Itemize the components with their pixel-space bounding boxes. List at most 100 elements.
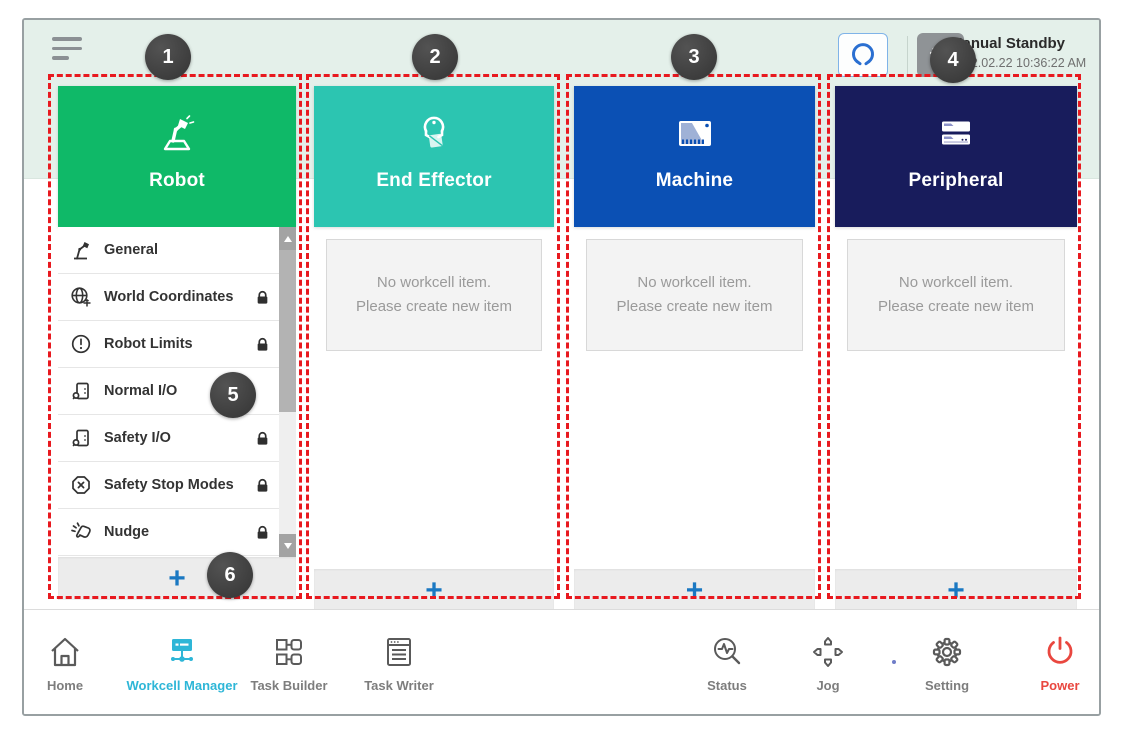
world-coordinates-icon [68, 284, 94, 310]
add-end-effector-item-button[interactable]: + [314, 569, 554, 612]
robot-item-list: General World Coordinates [58, 227, 296, 557]
add-robot-item-button[interactable]: + [58, 557, 296, 600]
setting-icon [877, 628, 1017, 672]
list-item-label: Robot Limits [104, 336, 193, 352]
list-item-safety-io[interactable]: Safety I/O [58, 415, 279, 462]
add-machine-item-button[interactable]: + [574, 569, 815, 612]
empty-state-line2: Please create new item [356, 298, 512, 315]
list-item-robot-limits[interactable]: Robot Limits [58, 321, 279, 368]
lock-icon [254, 430, 271, 447]
gripper-icon [847, 39, 879, 71]
empty-state: No workcell item. Please create new item [586, 239, 803, 351]
lock-icon [254, 336, 271, 353]
scroll-up-button[interactable] [279, 227, 296, 250]
workcell-manager-icon [112, 628, 252, 672]
robot-icon [153, 110, 201, 158]
menu-icon[interactable] [52, 37, 84, 66]
lock-icon [254, 524, 271, 541]
list-item-label: Safety Stop Modes [104, 477, 234, 493]
list-item-label: Normal I/O [104, 383, 178, 399]
empty-state-line1: No workcell item. [376, 274, 492, 291]
power-icon [990, 628, 1099, 672]
nav-task-writer[interactable]: Task Writer [329, 628, 469, 693]
nav-label: Setting [924, 678, 970, 693]
machine-category-title: Machine [655, 170, 734, 191]
add-peripheral-item-button[interactable]: + [835, 569, 1077, 612]
task-builder-icon [219, 628, 359, 672]
list-item-normal-io[interactable]: Normal I/O [58, 368, 279, 415]
home-icon [24, 628, 135, 672]
robot-mode-status: Manual Standby [950, 35, 1066, 52]
machine-item-list: No workcell item. Please create new item [574, 239, 815, 569]
nav-label: Task Builder [250, 678, 328, 693]
nav-setting[interactable]: Setting [877, 628, 1017, 693]
normal-io-icon [68, 378, 94, 404]
machine-column: Machine No workcell item. Please create … [574, 86, 815, 612]
machine-icon [671, 110, 719, 158]
task-writer-icon [329, 628, 469, 672]
empty-state-line1: No workcell item. [637, 274, 752, 291]
machine-category-header[interactable]: Machine [574, 86, 815, 227]
robot-category-header[interactable]: Robot [58, 86, 296, 227]
scrollbar-thumb[interactable] [279, 250, 296, 412]
plus-icon: + [947, 574, 965, 607]
general-icon [68, 237, 94, 263]
scroll-down-button[interactable] [279, 534, 296, 557]
list-item-nudge[interactable]: Nudge [58, 509, 279, 556]
list-item-label: Nudge [104, 524, 150, 540]
empty-state-line2: Please create new item [878, 298, 1034, 315]
jog-icon [758, 628, 898, 672]
plus-icon: + [425, 574, 443, 607]
end-effector-column: End Effector No workcell item. Please cr… [314, 86, 554, 612]
peripheral-category-title: Peripheral [908, 170, 1004, 191]
nav-home[interactable]: Home [24, 628, 135, 693]
list-item-label: General [104, 242, 158, 258]
scrollbar[interactable] [279, 227, 296, 557]
nav-label: Jog [816, 678, 840, 693]
tool-shortcut-button[interactable] [838, 33, 888, 77]
empty-state-line2: Please create new item [616, 298, 773, 315]
nav-label: Workcell Manager [126, 678, 238, 693]
robot-limits-icon [68, 331, 94, 357]
empty-state: No workcell item. Please create new item [326, 239, 542, 351]
status-datetime: 2022.02.22 10:36:22 AM [950, 56, 1087, 70]
peripheral-icon [932, 110, 980, 158]
nav-status[interactable]: Status [657, 628, 797, 693]
cursor-dot [892, 660, 896, 664]
plus-icon: + [685, 574, 704, 607]
peripheral-column: Peripheral No workcell item. Please crea… [835, 86, 1077, 612]
list-item-safety-stop-modes[interactable]: Safety Stop Modes [58, 462, 279, 509]
status-icon [657, 628, 797, 672]
empty-state: No workcell item. Please create new item [847, 239, 1065, 351]
nav-power[interactable]: Power [990, 628, 1099, 693]
robot-column: Robot General [58, 86, 296, 600]
empty-state-line1: No workcell item. [898, 274, 1014, 291]
divider [907, 36, 908, 76]
bottom-navigation: Home Workcell Manager [24, 609, 1099, 714]
robot-category-title: Robot [149, 170, 205, 191]
safety-stop-modes-icon [68, 472, 94, 498]
nav-label: Status [707, 678, 747, 693]
nav-label: Home [46, 678, 84, 693]
nav-task-builder[interactable]: Task Builder [219, 628, 359, 693]
end-effector-item-list: No workcell item. Please create new item [314, 239, 554, 569]
end-effector-category-header[interactable]: End Effector [314, 86, 554, 227]
nav-label: Power [1040, 678, 1080, 693]
list-item-world-coordinates[interactable]: World Coordinates [58, 274, 279, 321]
nav-label: Task Writer [364, 678, 434, 693]
peripheral-item-list: No workcell item. Please create new item [835, 239, 1077, 569]
nav-workcell-manager[interactable]: Workcell Manager [112, 628, 252, 693]
teach-pendant-screen: Manual Standby 2022.02.22 10:36:22 AM Ro… [22, 18, 1101, 716]
nudge-icon [68, 519, 94, 545]
lock-icon [254, 289, 271, 306]
plus-icon: + [168, 562, 186, 595]
list-item-general[interactable]: General [58, 227, 279, 274]
list-item-label: World Coordinates [104, 289, 234, 305]
nav-jog[interactable]: Jog [758, 628, 898, 693]
end-effector-category-title: End Effector [376, 170, 492, 191]
peripheral-category-header[interactable]: Peripheral [835, 86, 1077, 227]
safety-io-icon [68, 425, 94, 451]
status-block: Manual Standby 2022.02.22 10:36:22 AM [950, 35, 1099, 70]
lock-icon [254, 477, 271, 494]
